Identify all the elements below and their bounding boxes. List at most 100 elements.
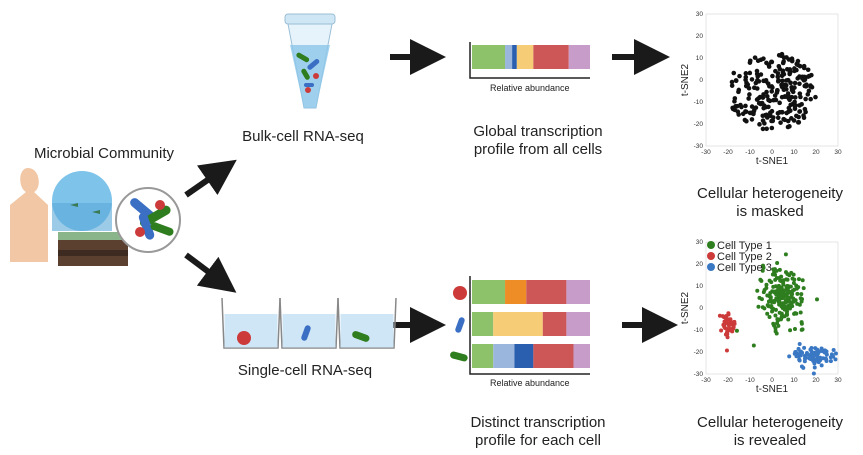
tsne2-point-type3 bbox=[804, 351, 809, 356]
tsne1-point bbox=[788, 102, 793, 108]
tsne2-point-type1 bbox=[776, 323, 781, 328]
tsne2-point-type3 bbox=[809, 345, 814, 350]
tsne2-point-type1 bbox=[774, 268, 779, 273]
tsne1-ytick: 0 bbox=[699, 77, 703, 84]
tsne1-point bbox=[792, 80, 798, 86]
tsne1-point bbox=[809, 72, 814, 78]
tsne2-point-type1 bbox=[791, 296, 796, 301]
tsne1-point bbox=[772, 93, 778, 98]
tsne2-ytick: -10 bbox=[694, 327, 704, 334]
masked-line1: Cellular heterogeneity bbox=[697, 185, 843, 202]
tsne2-point-type2 bbox=[724, 348, 729, 353]
single-cell-stacked-bars bbox=[469, 276, 590, 375]
tsne2-point-type1 bbox=[788, 328, 793, 333]
tsne2-point-type1 bbox=[799, 320, 804, 325]
microbial-community-illustration bbox=[10, 168, 181, 266]
single-bar-1-segment-1 bbox=[505, 280, 527, 304]
tsne2-point-type1 bbox=[758, 277, 763, 282]
tsne1-point bbox=[755, 58, 761, 63]
tsne2-point-type1 bbox=[798, 310, 803, 315]
tsne1-point bbox=[746, 85, 752, 91]
tsne1-point bbox=[747, 92, 752, 97]
tsne1-point bbox=[743, 77, 748, 83]
tsne1-point bbox=[785, 118, 791, 124]
single-bar-3-segment-1 bbox=[493, 344, 515, 368]
tsne2-point-type1 bbox=[779, 315, 784, 320]
tsne1-point bbox=[743, 71, 749, 76]
tsne1-point bbox=[749, 77, 755, 82]
single-bar-3-segment-3 bbox=[533, 344, 574, 368]
tsne2-point-type1 bbox=[761, 263, 765, 268]
tsne1-point bbox=[775, 79, 781, 84]
tsne1-point bbox=[804, 82, 809, 87]
tsne2-point-type3 bbox=[796, 346, 801, 351]
tsne2-point-type1 bbox=[785, 312, 790, 317]
tsne1-point bbox=[769, 125, 775, 131]
tsne2-point-type3 bbox=[797, 342, 802, 347]
tsne1-point bbox=[771, 97, 776, 103]
tsne1-point bbox=[797, 91, 803, 96]
tsne2-point-type1 bbox=[779, 311, 784, 316]
well-1 bbox=[221, 297, 281, 349]
tsne1-point bbox=[755, 78, 760, 83]
tube-icon bbox=[284, 13, 336, 109]
tsne1-point bbox=[760, 126, 766, 132]
tsne1-point bbox=[789, 56, 795, 62]
legend-swatch-2 bbox=[707, 252, 715, 260]
single-bar-2-segment-3 bbox=[566, 312, 590, 336]
tsne1-point bbox=[729, 83, 735, 88]
tsne1-point bbox=[761, 92, 766, 97]
tsne1-point bbox=[788, 80, 793, 86]
tsne2-point-type1 bbox=[770, 272, 775, 277]
tsne2-point-type1 bbox=[781, 303, 786, 308]
tsne1-point bbox=[797, 103, 802, 108]
single-bars-axis bbox=[469, 276, 590, 375]
tsne2-point-type3 bbox=[797, 357, 802, 362]
legend-swatch-1 bbox=[707, 241, 715, 249]
tsne1-point bbox=[773, 68, 778, 74]
tsne2-point-type1 bbox=[792, 287, 797, 292]
single-bar-1-segment-0 bbox=[472, 280, 506, 304]
tsne1-xtick: -20 bbox=[723, 149, 733, 156]
tsne2-point-type1 bbox=[777, 267, 782, 272]
tsne2-point-type1 bbox=[799, 292, 804, 297]
tsne2-point-type2 bbox=[728, 317, 733, 322]
tsne1-point bbox=[743, 103, 748, 109]
tsne2-point-type3 bbox=[802, 359, 807, 364]
tsne1-point bbox=[802, 106, 808, 112]
tsne2-point-type2 bbox=[729, 328, 734, 333]
tsne1-point bbox=[765, 94, 770, 99]
tsne2-point-type1 bbox=[762, 306, 767, 311]
single-bar-2-segment-0 bbox=[472, 312, 494, 336]
tsne2-point-type1 bbox=[765, 303, 770, 308]
bulk-bar-segment-3 bbox=[516, 45, 534, 69]
tsne2-xtick: -10 bbox=[745, 377, 755, 384]
tsne1-point bbox=[744, 118, 749, 124]
distinct-profile-line1: Distinct transcription bbox=[470, 414, 606, 431]
bulk-bar-axis bbox=[469, 42, 590, 79]
legend-label-2: Cell Type 2 bbox=[717, 251, 772, 263]
tsne2-point-type3 bbox=[811, 371, 816, 376]
tsne1-point bbox=[808, 96, 813, 102]
bulk-bar-segment-5 bbox=[568, 45, 590, 69]
tsne2-point-type3 bbox=[828, 355, 833, 360]
bulk-bar-segment-2 bbox=[512, 45, 517, 69]
tsne1-point bbox=[752, 55, 758, 60]
tsne2-point-type2 bbox=[724, 314, 729, 319]
legend-swatch-3 bbox=[707, 263, 715, 271]
tsne1-point bbox=[789, 116, 794, 121]
tsne2-point-type1 bbox=[770, 309, 775, 314]
tsne1-ytick: 30 bbox=[696, 11, 704, 18]
tsne2-ytick: 20 bbox=[696, 261, 704, 268]
tsne2-ylabel: t-SNE2 bbox=[680, 291, 691, 324]
revealed-line2: is revealed bbox=[733, 432, 807, 449]
tsne2-point-type1 bbox=[760, 268, 765, 273]
tsne2-point-type1 bbox=[767, 314, 772, 319]
tsne1-point bbox=[749, 104, 755, 109]
distinct-profile-line2: profile for each cell bbox=[475, 432, 601, 449]
tsne2-ytick: 30 bbox=[696, 239, 704, 246]
tsne1-point bbox=[775, 115, 781, 121]
tsne2-xtick: -20 bbox=[723, 377, 733, 384]
tsne2-point-type3 bbox=[801, 365, 806, 370]
tsne1-point bbox=[797, 81, 802, 87]
